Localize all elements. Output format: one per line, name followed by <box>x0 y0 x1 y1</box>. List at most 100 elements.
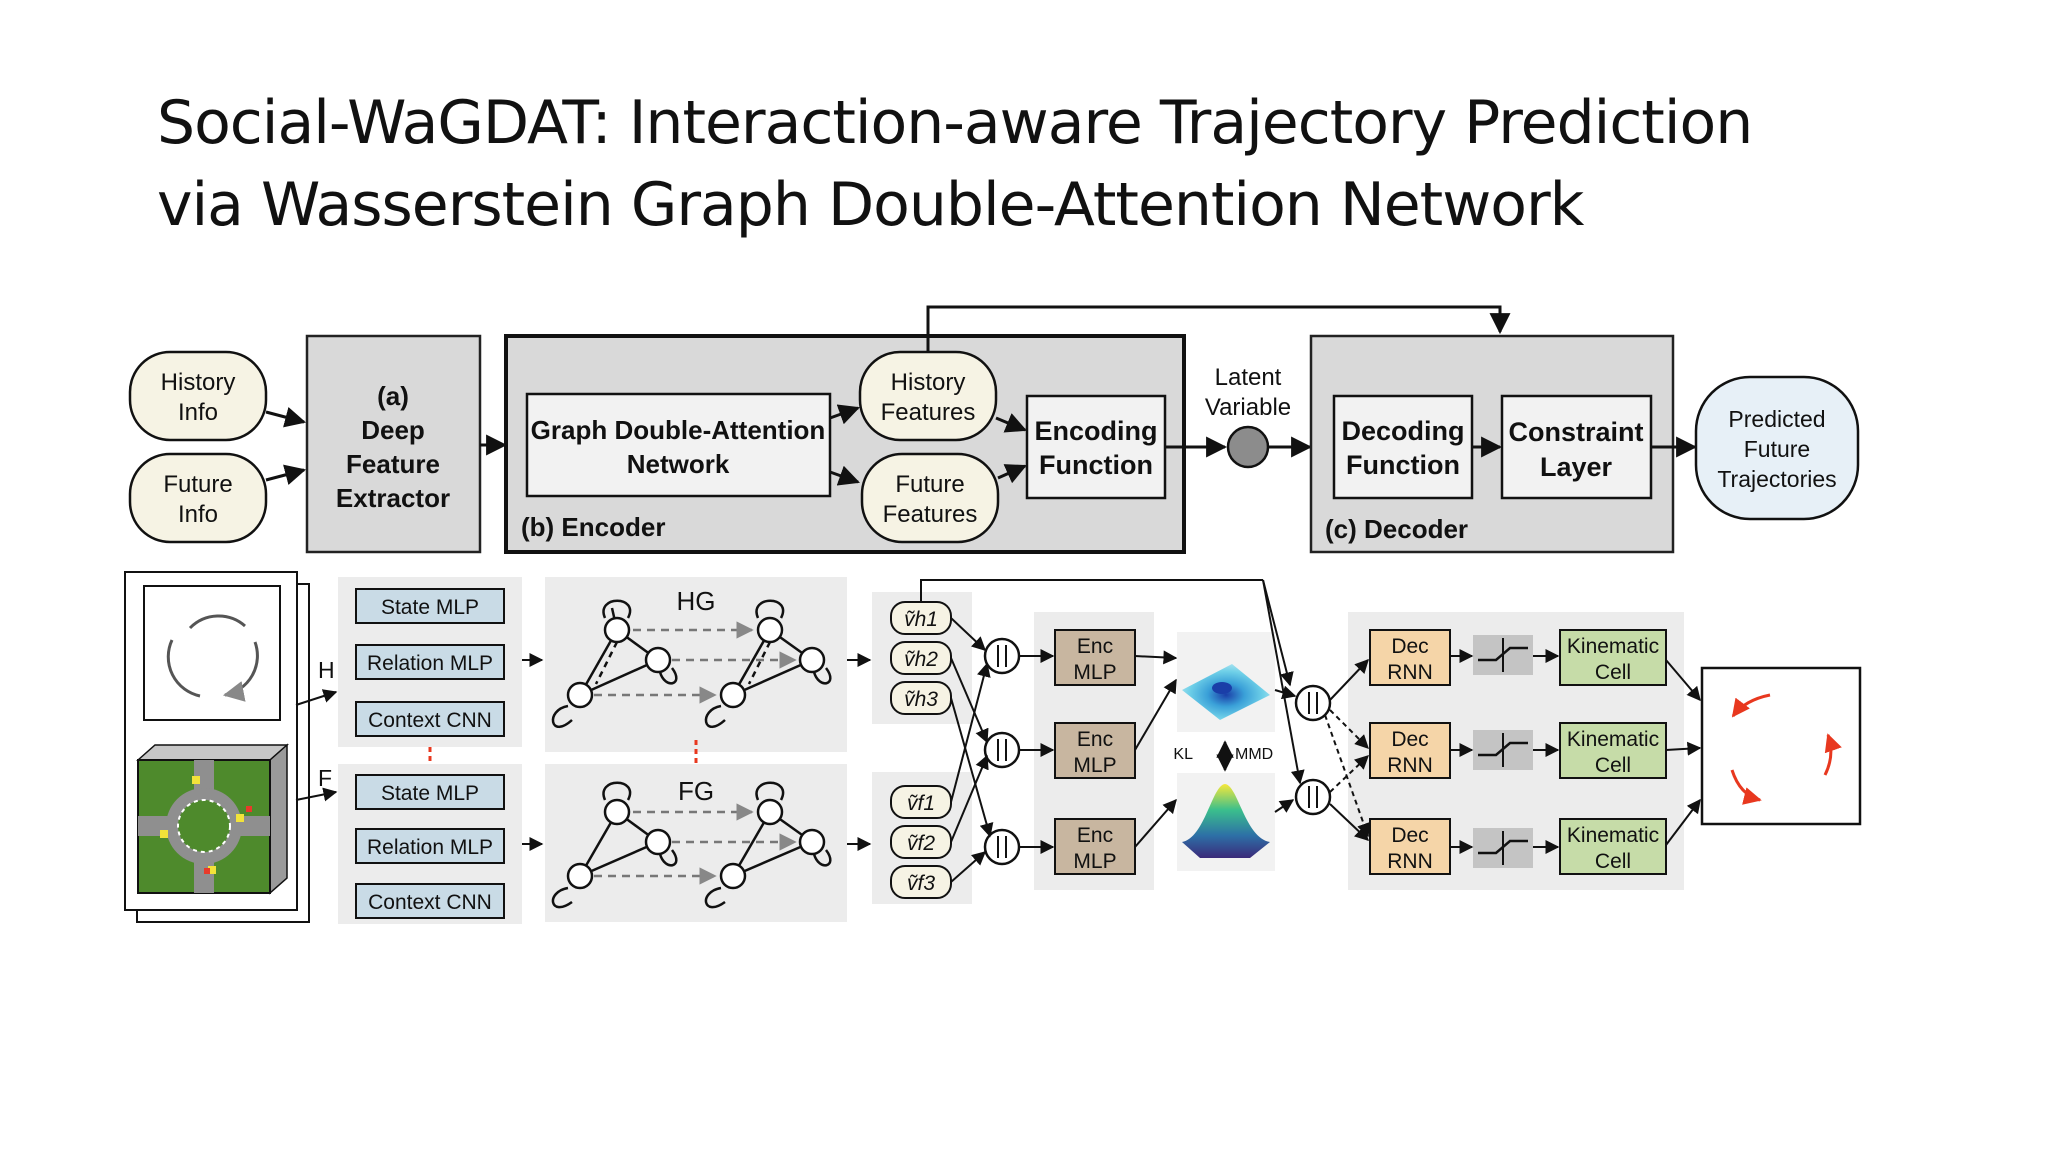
svg-text:RNN: RNN <box>1387 850 1433 873</box>
dec-rnn-3: Dec RNN <box>1369 818 1451 875</box>
state-mlp-f: State MLP <box>355 774 505 810</box>
svg-text:Latent: Latent <box>1215 364 1282 391</box>
vf1-pill: ṽf1 <box>890 785 952 819</box>
arrow <box>1134 798 1177 848</box>
scene-input-stack <box>124 571 310 923</box>
slide-title-line2: via Wasserstein Graph Double-Attention N… <box>157 170 1584 240</box>
future-features-pill: Future Features <box>860 452 1000 544</box>
concat-node-1 <box>983 637 1021 675</box>
svg-text:Kinematic: Kinematic <box>1567 728 1659 751</box>
kinematic-cell-1: Kinematic Cell <box>1559 629 1667 686</box>
arrow <box>1665 741 1702 756</box>
svg-text:Predicted: Predicted <box>1728 406 1825 432</box>
latent-variable: Latent Variable <box>1205 364 1291 469</box>
svg-text:ṽh2: ṽh2 <box>904 648 938 671</box>
encoding-function-box: Encoding Function <box>1025 394 1167 500</box>
svg-text:Context CNN: Context CNN <box>368 709 492 732</box>
arrow <box>829 404 860 425</box>
predicted-trajectories-output <box>1700 666 1862 826</box>
svg-text:State MLP: State MLP <box>381 596 479 619</box>
svg-text:(c) Decoder: (c) Decoder <box>1325 514 1468 544</box>
hg-label: HG <box>677 586 716 616</box>
svg-text:Feature: Feature <box>346 449 440 479</box>
arrow <box>295 787 338 802</box>
svg-text:Enc: Enc <box>1077 824 1113 847</box>
posterior-distribution-plot <box>1177 632 1275 732</box>
concat-to-dec-arrows <box>1324 658 1371 841</box>
arrow <box>1665 659 1701 702</box>
svg-text:Relation MLP: Relation MLP <box>367 836 493 859</box>
arrow <box>1134 650 1178 665</box>
red-trajectory-icon <box>1823 733 1842 776</box>
red-trajectory-icon <box>1731 693 1771 718</box>
svg-text:Relation MLP: Relation MLP <box>367 652 493 675</box>
svg-text:MLP: MLP <box>1073 754 1116 777</box>
vf3-pill: ṽf3 <box>890 865 952 899</box>
arrow <box>265 464 307 485</box>
future-info-pill: Future Info <box>128 452 268 544</box>
dec-rnn-1: Dec RNN <box>1369 629 1451 686</box>
arrow <box>829 465 860 486</box>
enc-mlp-2: Enc MLP <box>1054 722 1136 779</box>
kinematic-cell-3: Kinematic Cell <box>1559 818 1667 875</box>
svg-text:Function: Function <box>1039 450 1153 480</box>
kl-label: KL <box>1173 746 1193 763</box>
history-features-pill: History Features <box>858 350 998 442</box>
decoder-concat-node-1 <box>1294 684 1332 722</box>
svg-text:Features: Features <box>881 399 976 426</box>
svg-text:Deep: Deep <box>361 415 425 445</box>
svg-text:Network: Network <box>627 449 730 479</box>
svg-text:ṽh1: ṽh1 <box>904 608 938 631</box>
svg-text:RNN: RNN <box>1387 661 1433 684</box>
arrow <box>265 407 307 428</box>
vh3-pill: ṽh3 <box>890 681 952 715</box>
svg-text:Features: Features <box>883 501 978 528</box>
svg-text:Decoding: Decoding <box>1341 416 1464 446</box>
saturation-icon-1 <box>1473 635 1533 675</box>
svg-text:Function: Function <box>1346 450 1460 480</box>
relation-mlp-h: Relation MLP <box>355 644 505 680</box>
svg-text:(a): (a) <box>377 381 409 411</box>
arrow <box>997 464 1027 484</box>
decoder-concat-node-2 <box>1294 778 1332 816</box>
arrow <box>1665 798 1701 846</box>
graph-double-attention-network-box: Graph Double-Attention Network <box>525 392 832 498</box>
svg-text:ṽf3: ṽf3 <box>907 872 935 895</box>
history-info-pill: History Info <box>128 350 268 442</box>
svg-text:ṽf2: ṽf2 <box>907 832 935 855</box>
svg-text:Kinematic: Kinematic <box>1567 635 1659 658</box>
arrow <box>1134 678 1177 751</box>
svg-text:Future: Future <box>163 471 232 498</box>
svg-text:Info: Info <box>178 501 218 528</box>
skip-connection-arrow <box>926 305 1511 352</box>
context-cnn-f: Context CNN <box>355 883 505 919</box>
context-cnn-h: Context CNN <box>355 701 505 737</box>
state-mlp-h: State MLP <box>355 588 505 624</box>
svg-text:Constraint: Constraint <box>1509 417 1644 447</box>
svg-text:State MLP: State MLP <box>381 782 479 805</box>
svg-text:Dec: Dec <box>1391 635 1428 658</box>
svg-text:MLP: MLP <box>1073 850 1116 873</box>
slide-title-line1: Social-WaGDAT: Interaction-aware Traject… <box>157 88 1753 158</box>
svg-text:Cell: Cell <box>1595 754 1631 777</box>
svg-text:Cell: Cell <box>1595 850 1631 873</box>
svg-text:Cell: Cell <box>1595 661 1631 684</box>
svg-text:Extractor: Extractor <box>336 483 450 513</box>
vf2-pill: ṽf2 <box>890 825 952 859</box>
vh2-pill: ṽh2 <box>890 641 952 675</box>
mmd-label: MMD <box>1235 746 1273 763</box>
h-label: H <box>318 657 335 683</box>
svg-text:Future: Future <box>1744 436 1810 462</box>
svg-text:History: History <box>891 369 966 396</box>
svg-text:RNN: RNN <box>1387 754 1433 777</box>
kinematic-cell-2: Kinematic Cell <box>1559 722 1667 779</box>
svg-text:Dec: Dec <box>1391 728 1428 751</box>
relation-mlp-f: Relation MLP <box>355 828 505 864</box>
latent-to-decoder-arrows <box>1262 579 1305 813</box>
embedding-to-concat-arrows <box>950 617 994 883</box>
decoding-function-box: Decoding Function <box>1332 394 1474 500</box>
prior-distribution-plot <box>1177 773 1275 871</box>
vh1-pill: ṽh1 <box>890 601 952 635</box>
